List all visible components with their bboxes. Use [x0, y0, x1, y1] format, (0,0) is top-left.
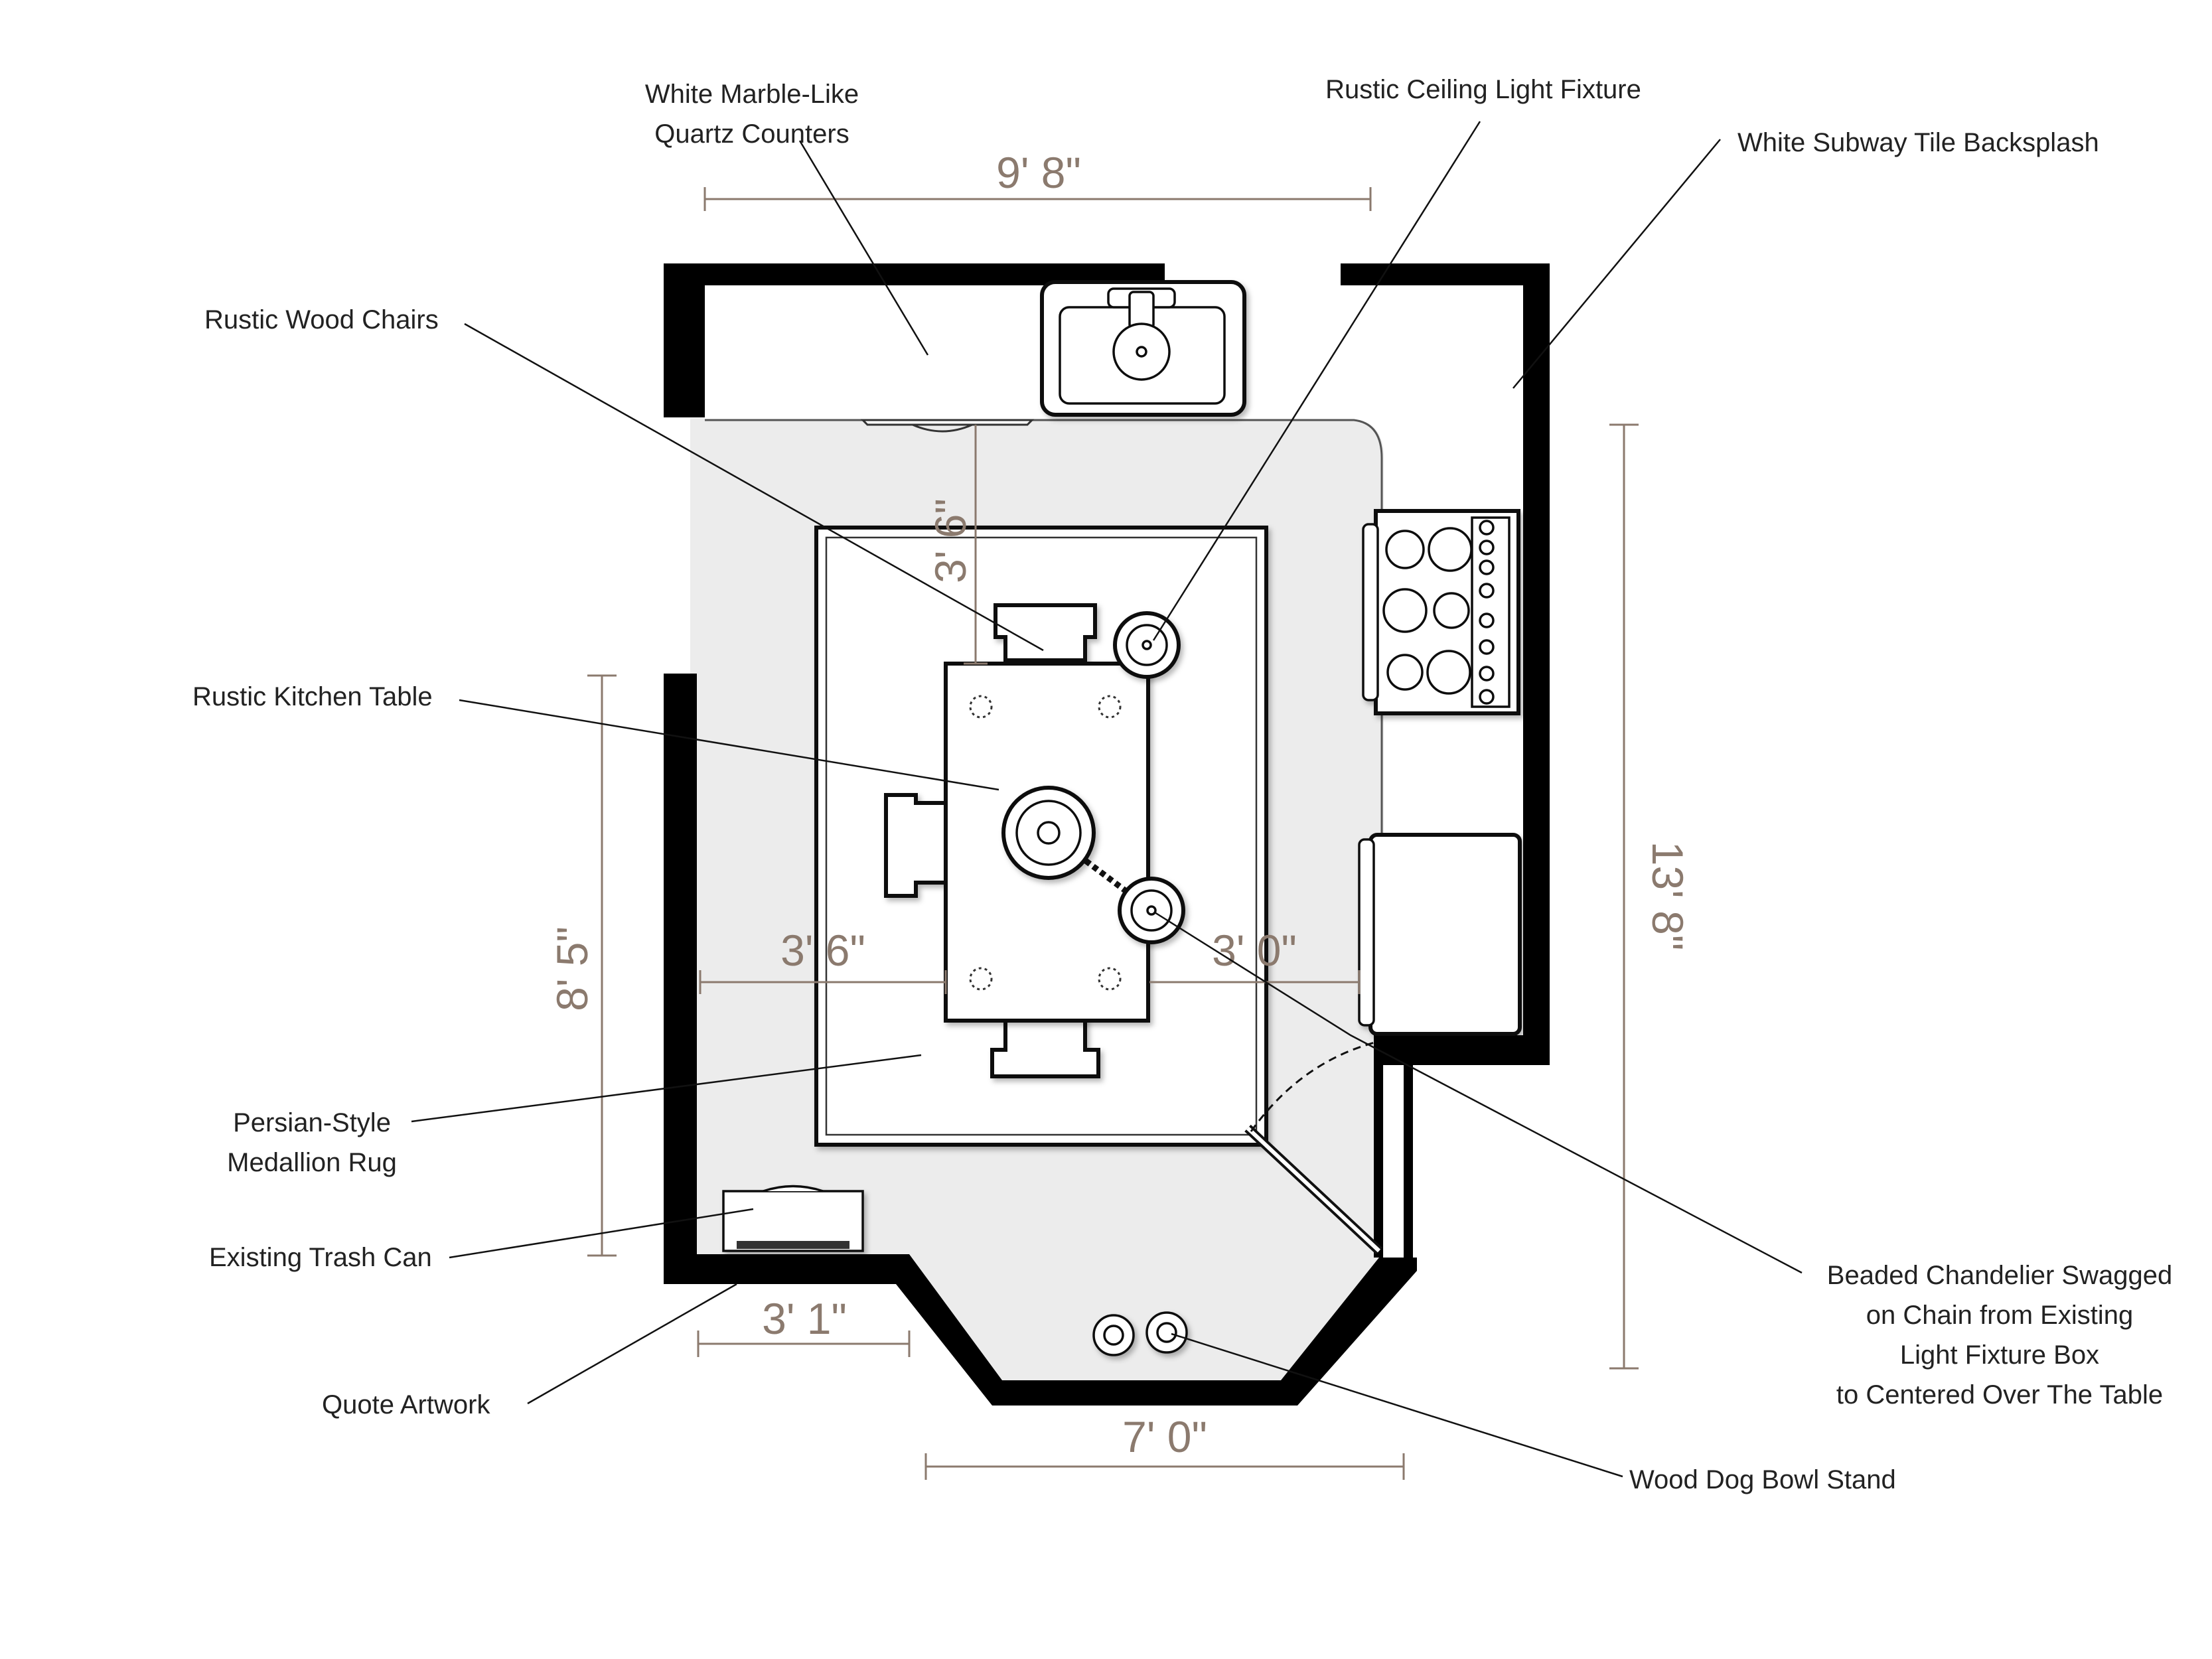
- dim-top-width: 9' 8": [996, 148, 1081, 197]
- light-fixture-box: [1118, 877, 1185, 944]
- label-chairs: Rustic Wood Chairs: [204, 305, 439, 334]
- counter-edge: [705, 419, 1383, 1035]
- table-legs: [969, 695, 1122, 991]
- label-ceiling-light: Rustic Ceiling Light Fixture: [1325, 75, 1641, 104]
- label-rug-line2: Medallion Rug: [227, 1148, 397, 1177]
- dim-wall-to-table: 3' 6": [780, 926, 865, 975]
- dim-counter-to-table: 3' 6": [926, 498, 975, 583]
- chandelier: [1001, 786, 1096, 880]
- label-artwork: Quote Artwork: [322, 1390, 490, 1419]
- label-chandelier-line4: to Centered Over The Table: [1836, 1380, 2163, 1409]
- kitchen-sink: [1040, 280, 1246, 417]
- chair-top: [994, 603, 1097, 662]
- label-counters-line2: Quartz Counters: [654, 119, 849, 149]
- label-table: Rustic Kitchen Table: [192, 682, 433, 711]
- leader-lines: [411, 121, 1803, 1478]
- dimension-lines: [587, 187, 1639, 1480]
- label-trash: Existing Trash Can: [209, 1243, 432, 1272]
- chair-left: [884, 793, 948, 898]
- label-backsplash: White Subway Tile Backsplash: [1737, 128, 2099, 157]
- label-chandelier-line2: on Chain from Existing: [1866, 1301, 2133, 1330]
- dim-left-height: 8' 5": [548, 926, 597, 1011]
- dishwasher-edge: [860, 419, 1035, 426]
- dim-right-height: 13' 8": [1643, 841, 1692, 950]
- chair-bottom: [990, 1017, 1100, 1078]
- label-chandelier-line3: Light Fixture Box: [1900, 1340, 2099, 1370]
- dim-bottom-left: 3' 1": [762, 1294, 847, 1343]
- refrigerator: [1358, 833, 1522, 1036]
- dog-bowl-stand: [1092, 1311, 1188, 1356]
- trash-can: [722, 1185, 864, 1252]
- dim-bottom-width: 7' 0": [1122, 1412, 1207, 1461]
- label-chandelier-line1: Beaded Chandelier Swagged: [1827, 1261, 2172, 1290]
- dim-table-to-cabinet: 3' 0": [1212, 926, 1297, 975]
- ceiling-light: [1113, 611, 1181, 679]
- label-counters-line1: White Marble-Like: [645, 80, 859, 109]
- dishwasher-arc: [912, 423, 973, 433]
- label-rug-line1: Persian-Style: [233, 1108, 391, 1137]
- walls: [664, 263, 1550, 1406]
- stove: [1362, 509, 1520, 715]
- door-swing: [1250, 1041, 1378, 1132]
- label-dog-bowl: Wood Dog Bowl Stand: [1629, 1465, 1896, 1494]
